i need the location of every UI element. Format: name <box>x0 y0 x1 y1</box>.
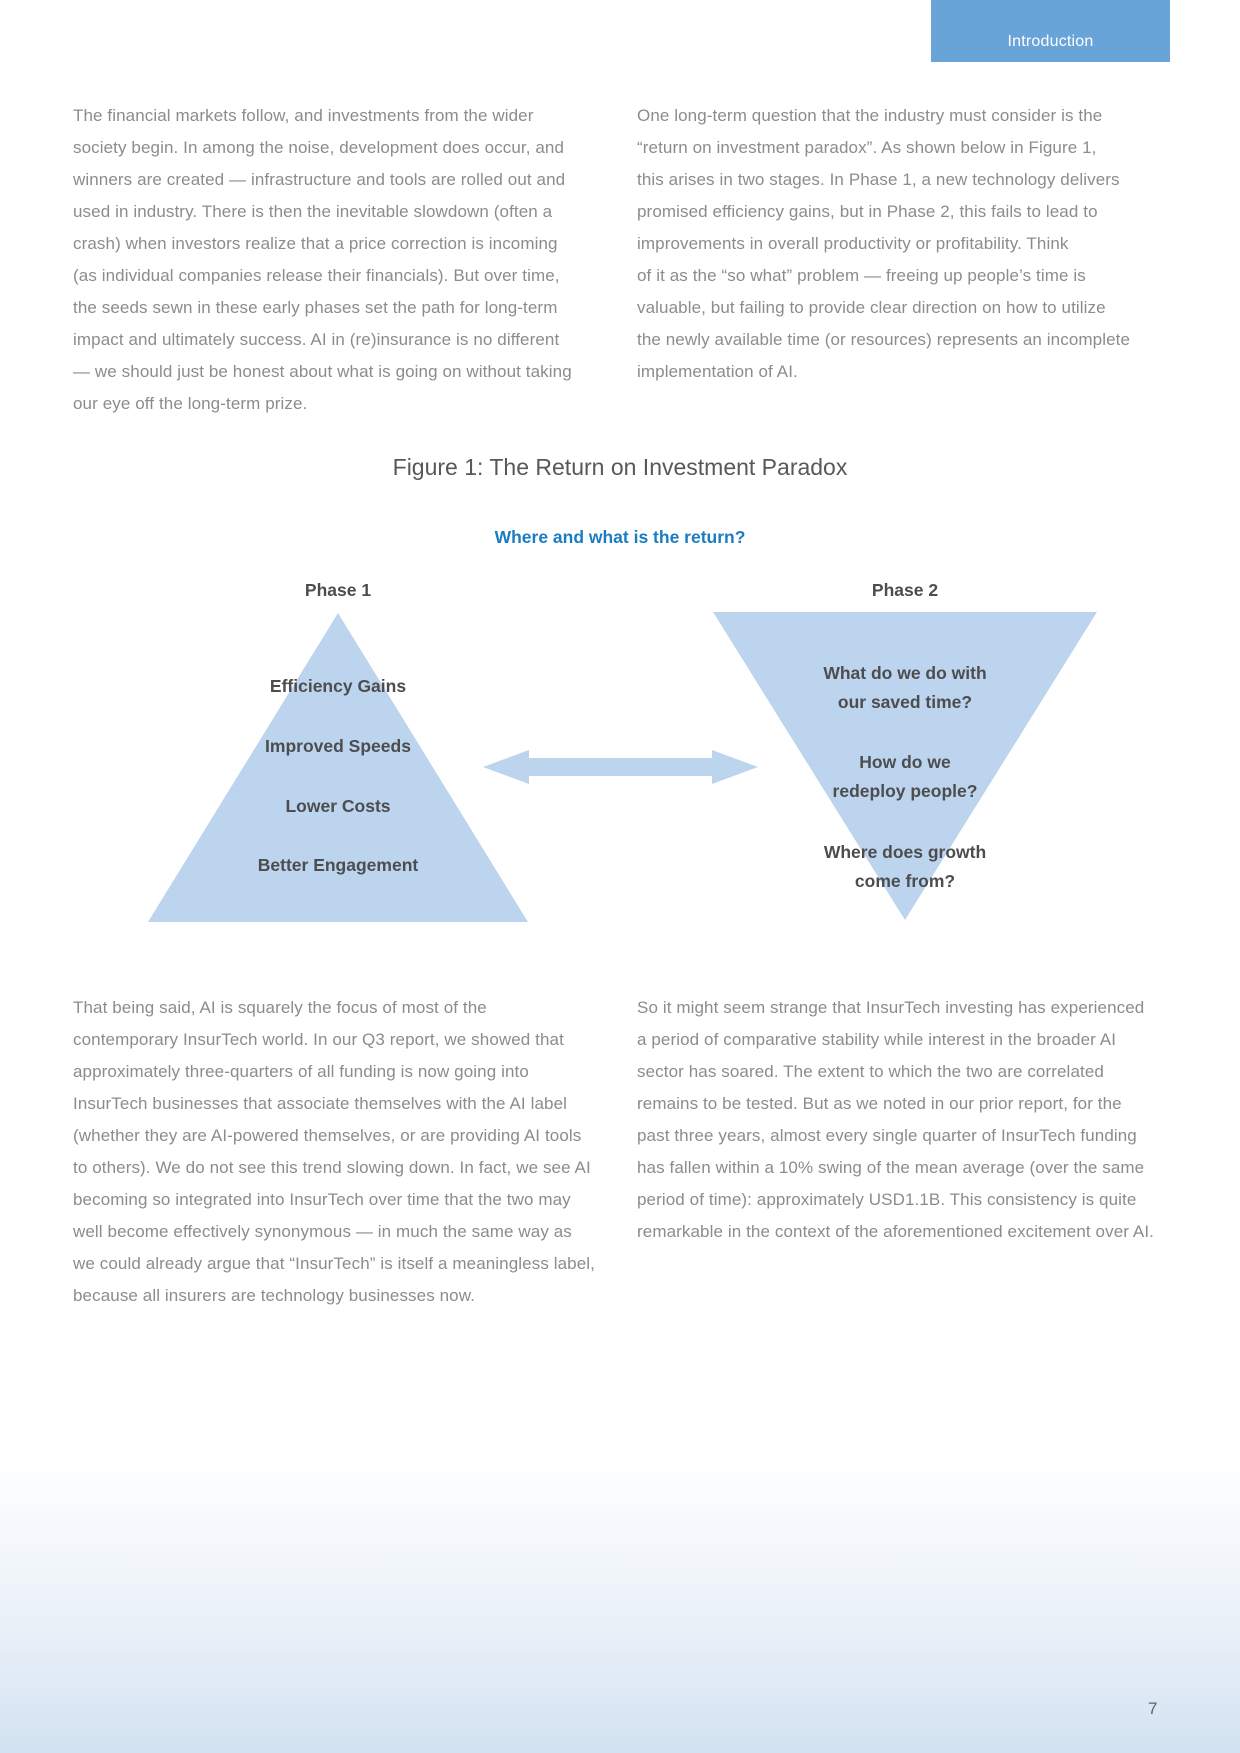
phase1-label: Phase 1 <box>304 580 372 600</box>
phase1-item: Efficiency Gains <box>269 676 407 696</box>
section-tab-label: Introduction <box>1007 33 1094 50</box>
phase1-item: Improved Speeds <box>265 736 411 756</box>
double-arrow-icon <box>483 750 758 784</box>
phase2-item: How do we redeploy people? <box>832 752 978 801</box>
section-tab: Introduction <box>931 0 1170 62</box>
phase1-item: Better Engagement <box>257 855 419 875</box>
page-number: 7 <box>1148 1699 1158 1718</box>
phase2-item: What do we do with our saved time? <box>823 663 987 712</box>
intro-left-paragraph: The financial markets follow, and invest… <box>73 106 572 413</box>
phase1-item: Lower Costs <box>285 796 391 816</box>
phase2-label: Phase 2 <box>871 580 939 600</box>
body-right-paragraph: So it might seem strange that InsurTech … <box>637 998 1154 1241</box>
phase1-triangle <box>148 613 528 922</box>
figure-title: Figure 1: The Return on Investment Parad… <box>392 454 848 480</box>
body-left-paragraph: That being said, AI is squarely the focu… <box>73 998 595 1305</box>
phase2-item: Where does growth come from? <box>823 842 987 891</box>
figure-question: Where and what is the return? <box>494 527 746 547</box>
intro-right-paragraph: One long-term question that the industry… <box>637 106 1131 381</box>
